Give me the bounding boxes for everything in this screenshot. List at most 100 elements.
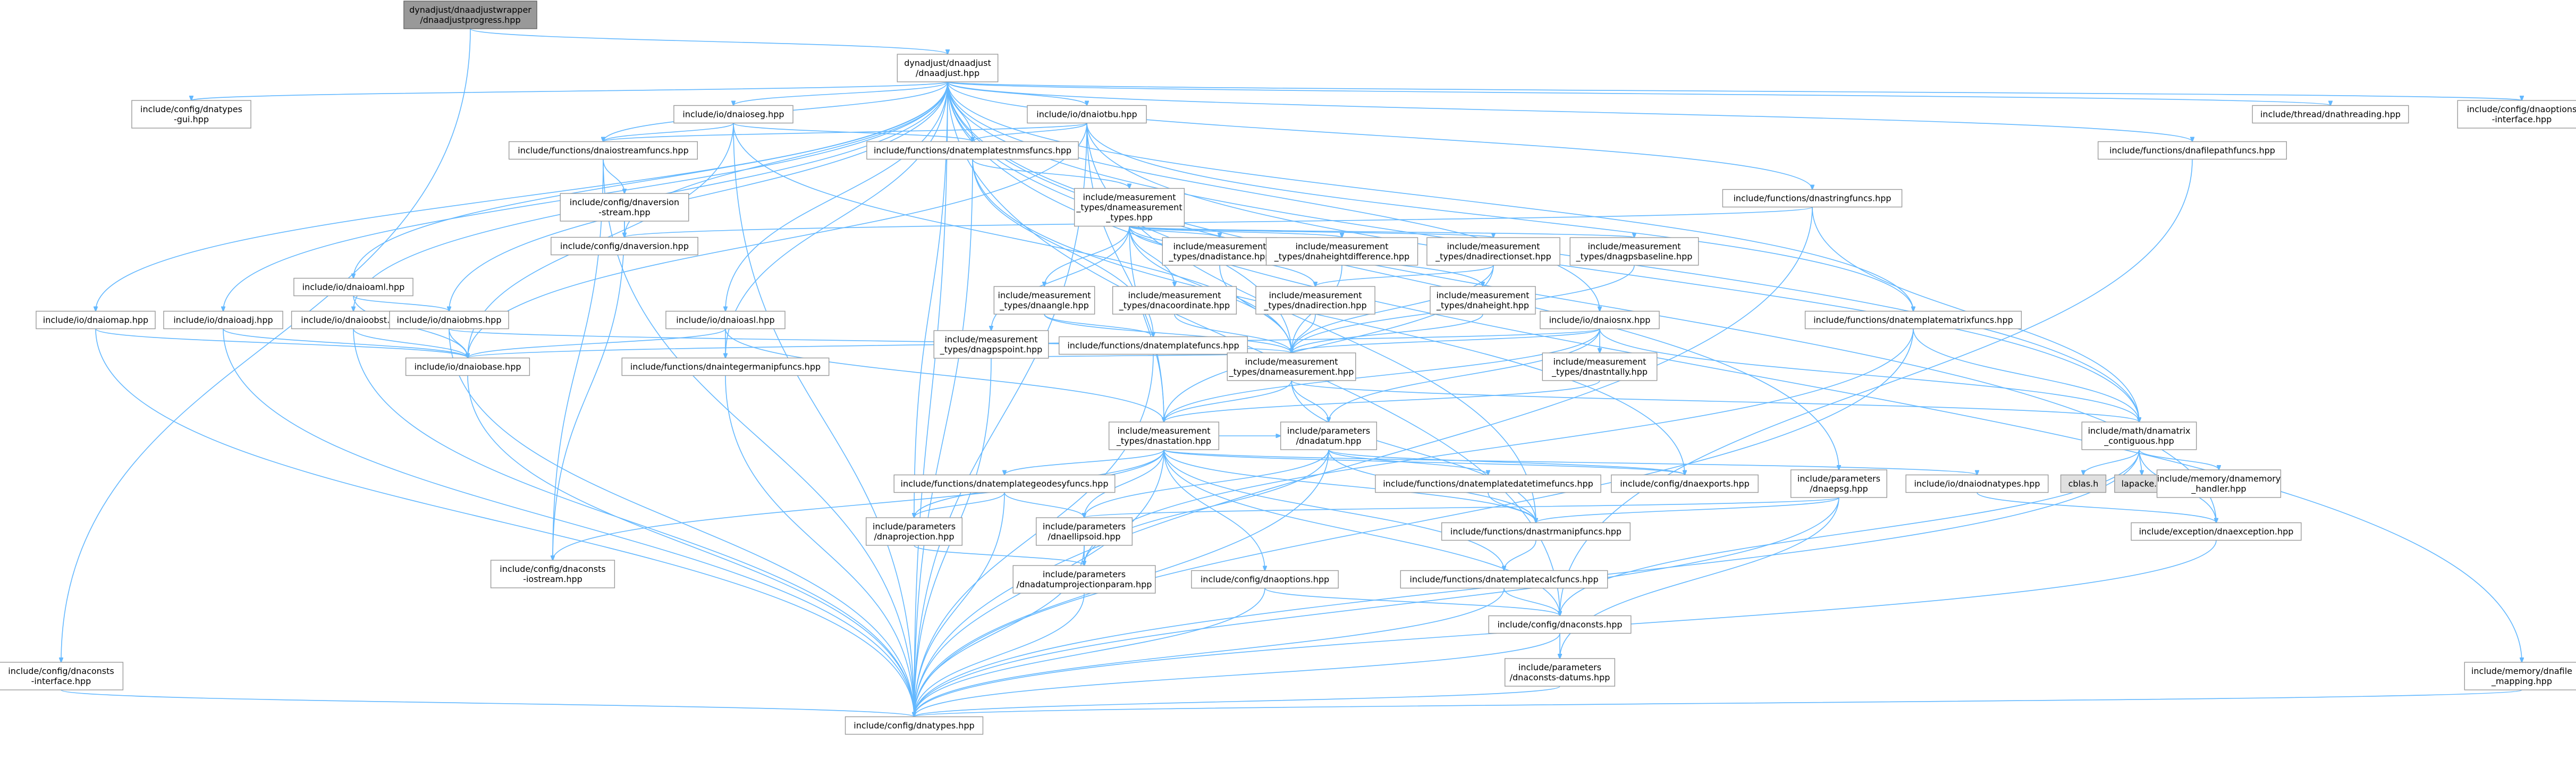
- node-dnaversion[interactable]: include/config/dnaversion.hpp: [551, 237, 698, 256]
- node-dnaiobms[interactable]: include/io/dnaiobms.hpp: [389, 310, 509, 330]
- node-dnatemplatecalcfuncs[interactable]: include/functions/dnatemplatecalcfuncs.h…: [1400, 570, 1608, 589]
- node-label: include/math/dnamatrix: [2088, 426, 2191, 436]
- node-label: include/io/dnaiotbu.hpp: [1036, 109, 1137, 120]
- node-dnaiostreamfuncs[interactable]: include/functions/dnaiostreamfuncs.hpp: [509, 141, 698, 160]
- node-dnaconsts_datums[interactable]: include/parameters/dnaconsts-datums.hpp: [1504, 658, 1616, 687]
- node-box: [490, 560, 615, 588]
- node-dnastrmanipfuncs[interactable]: include/functions/dnastrmanipfuncs.hpp: [1441, 522, 1631, 541]
- node-label: include/measurement: [945, 334, 1038, 344]
- edge-dnaioaml-to-dnaiobms: [353, 295, 449, 311]
- node-dnafile_mapping[interactable]: include/memory/dnafile_mapping.hpp: [2464, 662, 2576, 690]
- node-box: [1569, 237, 1699, 266]
- node-dnaheight[interactable]: include/measurement_types/dnaheight.hpp: [1430, 286, 1536, 315]
- node-dnafilepathfuncs[interactable]: include/functions/dnafilepathfuncs.hpp: [2097, 141, 2287, 160]
- node-label: include/measurement: [1173, 241, 1266, 251]
- node-box: [2252, 105, 2409, 124]
- node-dnastringfuncs[interactable]: include/functions/dnastringfuncs.hpp: [1722, 189, 1903, 208]
- node-root[interactable]: dynadjust/dnaadjustwrapper/dnaadjustprog…: [403, 1, 537, 29]
- node-dnaconsts[interactable]: include/config/dnaconsts.hpp: [1488, 615, 1632, 634]
- node-dnaheightdifference[interactable]: include/measurement_types/dnaheightdiffe…: [1265, 237, 1418, 266]
- node-dnadatumprojectionparam[interactable]: include/parameters/dnadatumprojectionpar…: [1012, 565, 1156, 594]
- node-dnaoptions_interface[interactable]: include/config/dnaoptions-interface.hpp: [2457, 100, 2576, 129]
- node-dnaprojection[interactable]: include/parameters/dnaprojection.hpp: [865, 517, 962, 546]
- edge-dnatemplatecalcfuncs-to-dnaconsts: [1504, 588, 1560, 616]
- node-box: [2457, 100, 2576, 129]
- node-label: include/functions/dnatemplatecalcfuncs.h…: [1409, 575, 1598, 585]
- node-dnaexports[interactable]: include/config/dnaexports.hpp: [1611, 474, 1759, 493]
- node-dnaioadj[interactable]: include/io/dnaioadj.hpp: [163, 310, 283, 330]
- node-dnastntally[interactable]: include/measurement_types/dnastntally.hp…: [1542, 352, 1658, 381]
- node-dnastation[interactable]: include/measurement_types/dnastation.hpp: [1108, 421, 1220, 450]
- edge-dnaioasl-to-dnastation: [725, 328, 1164, 423]
- node-label: include/io/dnaiomap.hpp: [43, 315, 148, 325]
- node-dnatemplatedatetimefuncs[interactable]: include/functions/dnatemplatedatetimefun…: [1375, 474, 1601, 493]
- node-dnaioseg[interactable]: include/io/dnaioseg.hpp: [673, 105, 793, 124]
- node-label: include/thread/dnathreading.hpp: [2260, 109, 2401, 120]
- node-dnaiodnatypes[interactable]: include/io/dnaiodnatypes.hpp: [1905, 474, 2049, 493]
- node-box: [1035, 517, 1133, 546]
- node-dnagpspoint[interactable]: include/measurement_types/dnagpspoint.hp…: [933, 330, 1049, 359]
- node-box: [865, 517, 962, 546]
- edge-dnatemplategeodesyfuncs-to-dnaprojection: [914, 492, 1005, 518]
- node-dnacoordinate[interactable]: include/measurement_types/dnacoordinate.…: [1112, 286, 1237, 315]
- edge-dnaiomap-to-dnatypes: [95, 328, 914, 717]
- node-dnameasurement[interactable]: include/measurement_types/dnameasurement…: [1227, 352, 1356, 381]
- node-label: -iostream.hpp: [523, 574, 582, 584]
- node-dnatemplatefuncs[interactable]: include/functions/dnatemplatefuncs.hpp: [1058, 336, 1248, 355]
- node-dnaadjust[interactable]: dynadjust/dnaadjust/dnaadjust.hpp: [897, 54, 999, 82]
- node-dnaexception[interactable]: include/exception/dnaexception.hpp: [2131, 522, 2302, 541]
- node-dnaangle[interactable]: include/measurement_types/dnaangle.hpp: [993, 286, 1095, 315]
- node-dnamemory_handler[interactable]: include/memory/dnamemory_handler.hpp: [2156, 469, 2282, 498]
- node-dnamatrix_contiguous[interactable]: include/math/dnamatrix_contiguous.hpp: [2081, 421, 2197, 450]
- node-dnaconsts_iostream[interactable]: include/config/dnaconsts-iostream.hpp: [490, 560, 615, 588]
- edge-dnaadjust-to-dnafilepathfuncs: [947, 81, 2192, 142]
- node-dnaoptions[interactable]: include/config/dnaoptions.hpp: [1191, 570, 1339, 589]
- node-dnaioaml[interactable]: include/io/dnaioaml.hpp: [293, 277, 413, 297]
- node-label: include/measurement: [1553, 357, 1646, 367]
- node-label: _types/dnameasurement: [1076, 203, 1182, 213]
- node-label: include/io/dnaioasl.hpp: [676, 315, 774, 325]
- node-dnathreading[interactable]: include/thread/dnathreading.hpp: [2252, 105, 2409, 124]
- node-dnagpsbaseline[interactable]: include/measurement_types/dnagpsbaseline…: [1569, 237, 1699, 266]
- node-label: _types/dnadistance.hpp: [1169, 251, 1271, 262]
- node-label: include/io/dnaioaml.hpp: [302, 282, 405, 292]
- node-dnadatum[interactable]: include/parameters/dnadatum.hpp: [1280, 421, 1377, 450]
- node-dnaversion_stream[interactable]: include/config/dnaversion-stream.hpp: [560, 193, 689, 222]
- node-dnatypes[interactable]: include/config/dnatypes.hpp: [844, 716, 984, 735]
- node-dnadirection[interactable]: include/measurement_types/dnadirection.h…: [1255, 286, 1375, 315]
- node-label: include/io/dnaiobase.hpp: [415, 362, 521, 372]
- node-label: include/functions/dnafilepathfuncs.hpp: [2109, 146, 2275, 156]
- node-dnaconsts_interface[interactable]: include/config/dnaconsts-interface.hpp: [0, 662, 124, 690]
- edge-dnaiosnx-to-dnamatrix_contiguous: [1599, 328, 2139, 423]
- node-box: [1400, 570, 1608, 589]
- node-dnameasurement_types[interactable]: include/measurement_types/dnameasurement…: [1074, 188, 1185, 227]
- node-dnaiobase[interactable]: include/io/dnaiobase.hpp: [405, 357, 530, 376]
- edge-dnaepsg-to-dnastrmanipfuncs: [1536, 497, 1839, 523]
- node-dnaepsg[interactable]: include/parameters/dnaepsg.hpp: [1790, 469, 1887, 498]
- edge-dnacoordinate-to-dnameasurement: [1174, 314, 1291, 353]
- node-dnatemplatematrixfuncs[interactable]: include/functions/dnatemplatematrixfuncs…: [1804, 310, 2022, 330]
- node-box: [893, 474, 1116, 493]
- node-dnaiomap[interactable]: include/io/dnaiomap.hpp: [36, 310, 156, 330]
- node-dnaintegermanipfuncs[interactable]: include/functions/dnaintegermanipfuncs.h…: [621, 357, 830, 376]
- node-dnaiotbu[interactable]: include/io/dnaiotbu.hpp: [1027, 105, 1147, 124]
- edge-dnastation-to-dnaellipsoid: [1084, 449, 1164, 518]
- node-label: include/exception/dnaexception.hpp: [2139, 527, 2294, 537]
- node-label: -interface.hpp: [2492, 114, 2552, 124]
- node-dnaioasl[interactable]: include/io/dnaioasl.hpp: [665, 310, 786, 330]
- edge-dnastrmanipfuncs-to-dnatemplatecalcfuncs: [1504, 540, 1536, 571]
- node-dnatemplatestnmsfuncs[interactable]: include/functions/dnatemplatestnmsfuncs.…: [866, 141, 1079, 160]
- node-box: [1441, 522, 1631, 541]
- node-dnaellipsoid[interactable]: include/parameters/dnaellipsoid.hpp: [1035, 517, 1133, 546]
- node-dnatemplategeodesyfuncs[interactable]: include/functions/dnatemplategeodesyfunc…: [893, 474, 1116, 493]
- node-dnadistance[interactable]: include/measurement_types/dnadistance.hp…: [1162, 237, 1278, 266]
- node-box: [1722, 189, 1903, 208]
- node-box: [560, 193, 689, 222]
- node-box: [1265, 237, 1418, 266]
- node-dnadirectionset[interactable]: include/measurement_types/dnadirectionse…: [1426, 237, 1560, 266]
- node-dnaiosnx[interactable]: include/io/dnaiosnx.hpp: [1540, 310, 1660, 330]
- edge-dnaadjust-to-dnatemplatestnmsfuncs: [947, 81, 973, 142]
- node-dnatypes_gui[interactable]: include/config/dnatypes-gui.hpp: [131, 100, 251, 129]
- edge-dnaiotbu-to-dnaiostreamfuncs: [603, 122, 1087, 142]
- edge-dnaiotbu-to-dnatemplatestnmsfuncs: [973, 122, 1087, 142]
